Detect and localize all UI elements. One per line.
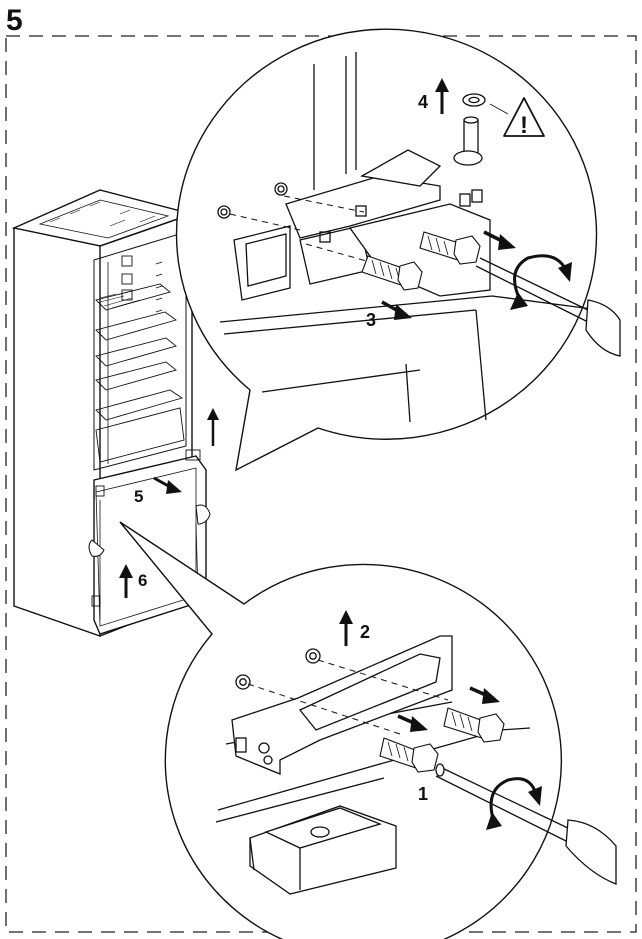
callout-3: 3 [366,310,376,330]
right-down-arrow-icon [469,686,500,704]
right-down-arrow-icon [483,230,516,250]
rotation-arrow-icon [510,254,572,310]
up-arrow-icon [435,78,449,114]
top-detail [217,52,621,423]
callout-1: 1 [418,784,428,804]
callout-4: 4 [418,92,428,112]
bottom-detail [215,635,617,895]
right-down-arrow-icon [153,476,182,494]
up-arrow-icon [207,408,219,446]
screwdriver-icon [435,763,617,885]
callout-6: 6 [138,571,147,590]
rotation-arrow-icon [486,777,542,830]
up-arrow-icon [339,610,353,646]
up-arrow-icon [119,564,133,598]
bottom-detail-arrows [339,610,542,830]
right-down-arrow-icon [381,300,412,320]
top-detail-arrows [381,78,572,320]
callout-2: 2 [360,622,370,642]
svg-text:!: ! [520,112,528,139]
right-down-arrow-icon [397,714,428,732]
step-number: 5 [6,4,23,37]
screwdriver-icon [475,257,621,357]
callout-5: 5 [134,487,143,506]
warning-triangle-icon: ! [503,97,545,139]
fridge-arrows [119,408,219,598]
